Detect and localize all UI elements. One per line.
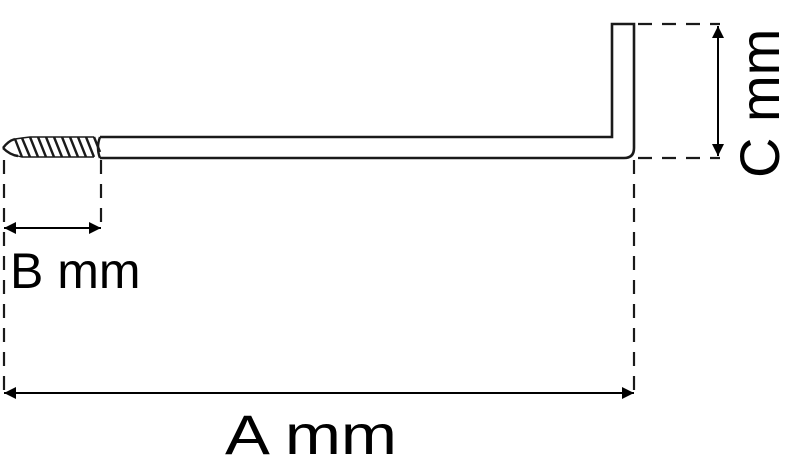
dimension-b-label: B mm: [10, 243, 141, 299]
thread-section: [2, 136, 102, 159]
dimension-a: A mm: [4, 387, 634, 466]
dimension-a-label: A mm: [225, 403, 397, 466]
dimension-c: C mm: [712, 26, 791, 178]
dimension-b: B mm: [4, 222, 141, 299]
dimension-c-label: C mm: [728, 29, 791, 178]
extension-lines: [2, 22, 720, 395]
hook-outline: [100, 22, 636, 160]
